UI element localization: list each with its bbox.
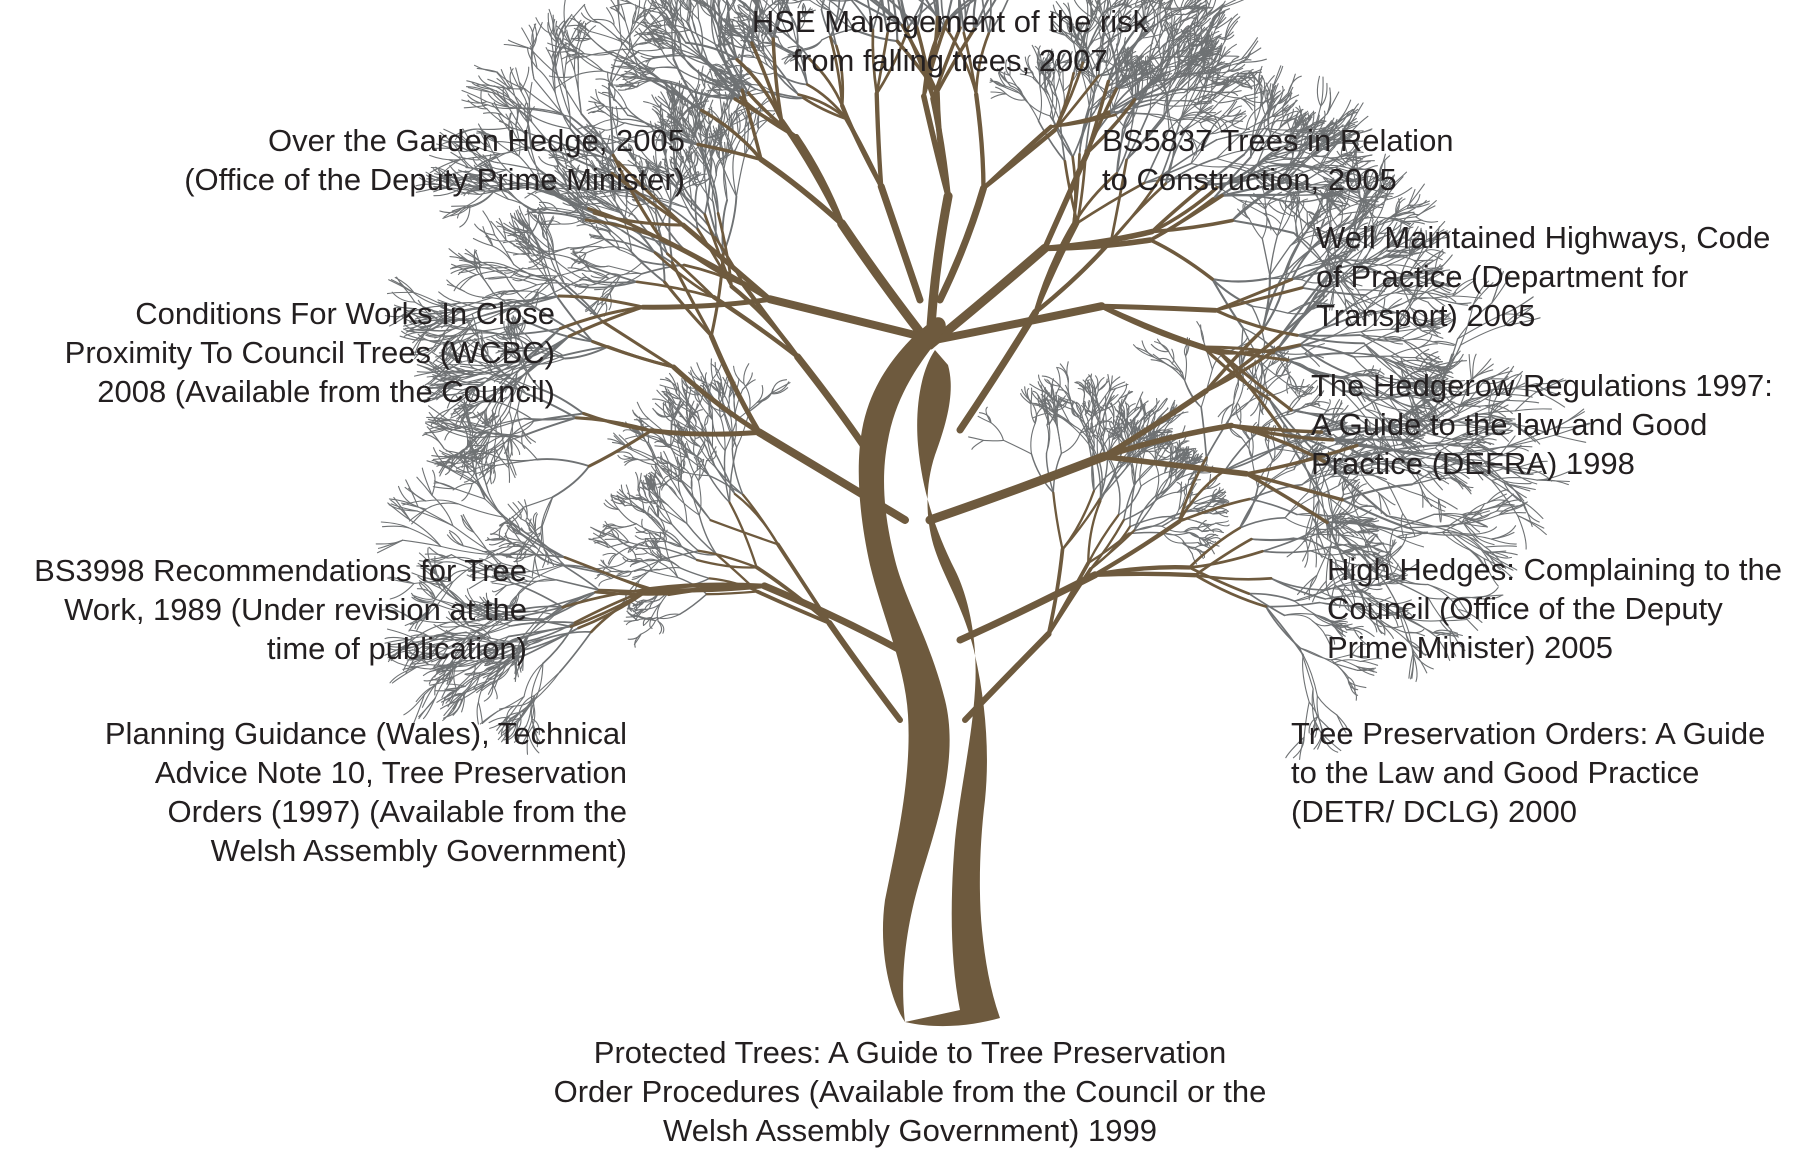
tree-twig (1271, 578, 1327, 590)
tree-twig (493, 246, 514, 265)
tree-twig (603, 247, 631, 253)
tree-twig (388, 503, 410, 520)
tree-twig (1417, 344, 1437, 348)
tree-twig (1185, 356, 1187, 381)
tree-twig (534, 565, 565, 578)
tree-twig (560, 632, 591, 672)
tree-twig (1206, 417, 1231, 458)
tree-twig (403, 501, 426, 505)
tree-twig (1303, 655, 1317, 696)
tree-twig (1354, 356, 1391, 357)
tree-twig (596, 90, 604, 105)
tree-twig (736, 155, 744, 196)
tree-twig (1255, 95, 1256, 122)
tree-twig (1439, 499, 1458, 509)
tree-twig (1249, 219, 1262, 239)
tree-twig (537, 459, 589, 466)
tree-twig (1288, 76, 1301, 93)
tree-twig (1491, 539, 1516, 544)
tree-twig (477, 272, 493, 294)
tree-twig (573, 71, 604, 77)
tree-twig (423, 670, 444, 676)
tree-twig (506, 454, 516, 475)
tree-twig (535, 514, 537, 528)
tree-twig (1240, 98, 1252, 110)
tree-twig (1212, 279, 1266, 282)
tree-twig (509, 40, 531, 48)
tree-twig (578, 72, 581, 114)
tree-twig (1209, 0, 1212, 5)
tree-twig (1317, 696, 1337, 715)
tree-twig (1237, 403, 1241, 426)
tree-twig (1223, 44, 1236, 56)
tree-twig (422, 468, 432, 495)
tree-twig (1285, 615, 1313, 621)
tree-twig (586, 248, 603, 253)
tree-twig (542, 497, 552, 526)
tree-twig (417, 477, 432, 495)
tree-twig (504, 45, 530, 49)
tree-twig (1266, 603, 1320, 607)
tree-twig (1397, 537, 1424, 547)
tree-twig (477, 68, 497, 72)
tree-twig (1442, 532, 1474, 534)
tree-twig (522, 28, 533, 48)
tree-twig (1485, 546, 1516, 547)
tree-twig (521, 418, 576, 437)
tree-twig (1262, 239, 1270, 276)
tree-twig (424, 434, 444, 449)
tree-twig (1172, 349, 1174, 364)
tree-twig (1297, 335, 1359, 336)
tree-twig (1317, 76, 1320, 106)
tree-twig (1262, 551, 1310, 553)
tree-twig (1232, 221, 1293, 234)
tree-twig (1423, 496, 1446, 508)
tree-twig (1303, 655, 1310, 702)
tree-twig (589, 31, 622, 42)
tree-twig (820, 0, 854, 1)
tree-twig (1307, 212, 1308, 229)
tree-twig (495, 235, 514, 265)
tree-twig (1391, 356, 1416, 358)
tree-twig (1262, 534, 1308, 551)
tree-twig (1373, 544, 1392, 547)
tree-twig (1518, 516, 1526, 549)
tree-twig (1321, 77, 1323, 106)
tree-twig (585, 6, 600, 23)
tree-twig (538, 213, 586, 220)
tree-twig (462, 484, 472, 501)
tree-twig (484, 684, 493, 701)
tree-twig (477, 484, 506, 518)
tree-twig (516, 68, 521, 91)
tree-twig (1251, 538, 1293, 540)
tree-twig (405, 487, 426, 501)
tree-twig (553, 466, 590, 497)
